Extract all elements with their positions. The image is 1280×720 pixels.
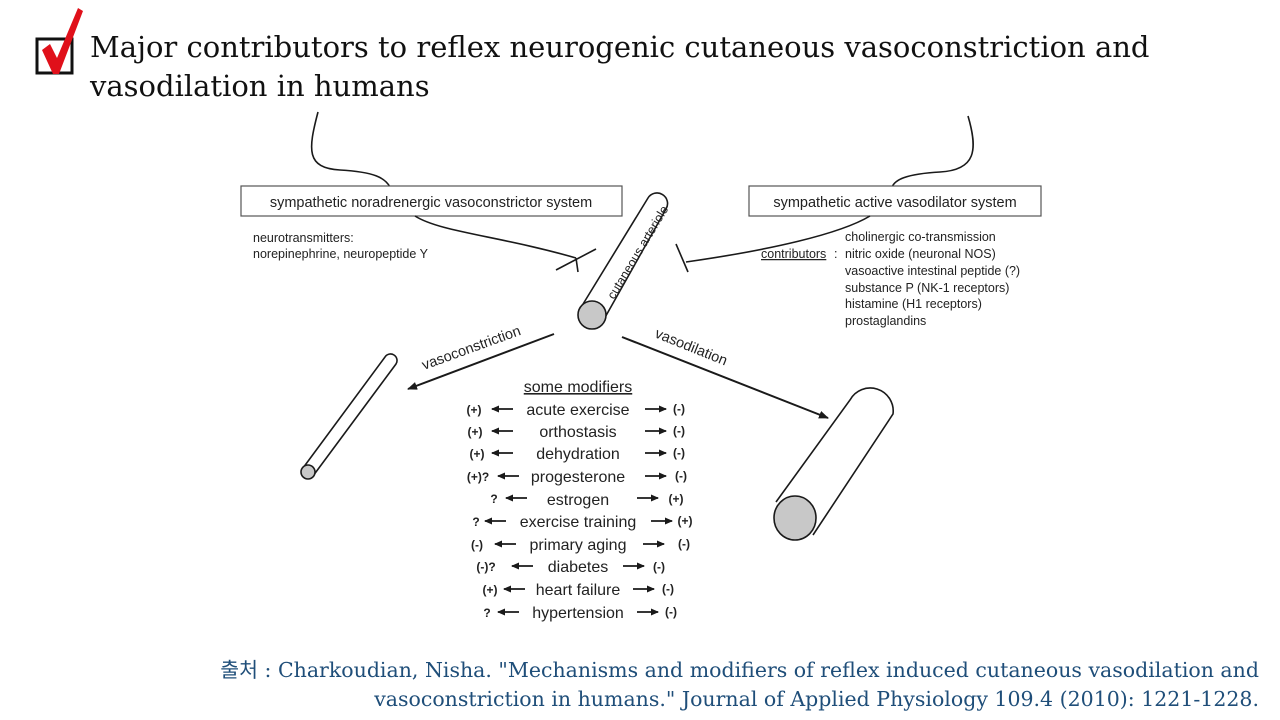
contributor-item: prostaglandins (845, 314, 926, 328)
contributor-item: cholinergic co-transmission (845, 230, 996, 244)
modifier-name: estrogen (547, 492, 609, 509)
contributor-item: vasoactive intestinal peptide (?) (845, 264, 1020, 278)
contributors-label: contributors (761, 247, 826, 261)
modifier-row: (+)? progesterone (-) (467, 469, 687, 486)
modifier-row: (-)? diabetes (-) (476, 559, 665, 576)
modifier-name: diabetes (548, 559, 609, 576)
contributor-item: histamine (H1 receptors) (845, 297, 982, 311)
modifier-row: (+) dehydration (-) (470, 446, 686, 463)
modifier-name: orthostasis (539, 424, 616, 441)
modifier-name: acute exercise (526, 402, 629, 419)
right-nerve-terminal (685, 215, 871, 263)
modifier-left-effect: (+) (468, 425, 483, 439)
modifier-left-effect: ? (490, 492, 497, 506)
modifier-left-effect: (+) (470, 447, 485, 461)
contributor-item: substance P (NK-1 receptors) (845, 281, 1009, 295)
checkmark-checkbox-icon (35, 8, 83, 75)
modifier-right-effect: (+) (669, 492, 684, 506)
modifier-right-effect: (-) (673, 424, 685, 438)
modifier-right-effect: (-) (673, 402, 685, 416)
modifier-row: (+) heart failure (-) (483, 582, 675, 599)
modifier-right-effect: (-) (653, 560, 665, 574)
modifier-row: (+) acute exercise (-) (467, 402, 686, 419)
modifiers-title: some modifiers (524, 379, 632, 396)
vasoconstrictor-system-box (240, 185, 623, 217)
modifier-row: (+) orthostasis (-) (468, 424, 686, 441)
contributor-item: nitric oxide (neuronal NOS) (845, 247, 996, 261)
left-nerve-fiber (310, 111, 391, 188)
modifier-left-effect: ? (483, 606, 490, 620)
modifier-right-effect: (+) (678, 514, 693, 528)
modifier-left-effect: (-)? (476, 560, 495, 574)
vasoconstrictor-system-label: sympathetic noradrenergic vasoconstricto… (270, 195, 592, 211)
constricted-vessel-cylinder (300, 353, 398, 480)
citation: 출처 : Charkoudian, Nisha. "Mechanisms and… (180, 656, 1259, 714)
modifier-left-effect: (+) (483, 583, 498, 597)
vasodilator-system-box (748, 185, 1042, 217)
vasoconstriction-arrow (407, 333, 555, 390)
dilated-vessel-cylinder (773, 387, 894, 541)
vasodilation-arrow (621, 336, 829, 419)
modifier-right-effect: (-) (675, 469, 687, 483)
modifier-row: (-) primary aging (-) (471, 537, 690, 554)
modifier-name: progesterone (531, 469, 625, 486)
modifier-name: primary aging (530, 537, 627, 554)
modifier-right-effect: (-) (673, 446, 685, 460)
vasodilation-label: vasodilation (653, 326, 730, 370)
citation-line-2: vasoconstriction in humans." Journal of … (374, 687, 1259, 711)
vasoconstriction-label: vasoconstriction (420, 323, 523, 374)
citation-text-1: Charkoudian, Nisha. "Mechanisms and modi… (277, 658, 1259, 682)
citation-line-1: 출처 : Charkoudian, Nisha. "Mechanisms and… (180, 656, 1259, 685)
modifier-left-effect: (+) (467, 403, 482, 417)
contributors-colon: : (834, 247, 837, 261)
citation-label: 출처 : (220, 658, 272, 682)
left-nerve-terminal (414, 215, 577, 259)
modifier-name: exercise training (520, 514, 637, 531)
vasodilator-system-label: sympathetic active vasodilator system (773, 195, 1016, 211)
modifier-left-effect: (+)? (467, 470, 489, 484)
modifier-right-effect: (-) (678, 537, 690, 551)
modifier-row: ? exercise training (+) (472, 514, 692, 531)
modifier-row: ? estrogen (+) (490, 492, 683, 509)
modifier-name: dehydration (536, 446, 620, 463)
modifier-right-effect: (-) (665, 605, 677, 619)
modifier-name: hypertension (532, 605, 624, 622)
neurotransmitters-value: norepinephrine, neuropeptide Y (253, 247, 429, 261)
modifier-name: heart failure (536, 582, 621, 599)
modifier-left-effect: (-) (471, 538, 483, 552)
slide-title: Major contributors to reflex neurogenic … (90, 30, 1150, 103)
right-nerve-fiber (891, 115, 974, 188)
modifier-row: ? hypertension (-) (483, 605, 677, 622)
modifier-left-effect: ? (472, 515, 479, 529)
neurotransmitters-label: neurotransmitters: (253, 231, 354, 245)
vasomotor-diagram: sympathetic noradrenergic vasoconstricto… (240, 111, 1042, 622)
modifier-right-effect: (-) (662, 582, 674, 596)
